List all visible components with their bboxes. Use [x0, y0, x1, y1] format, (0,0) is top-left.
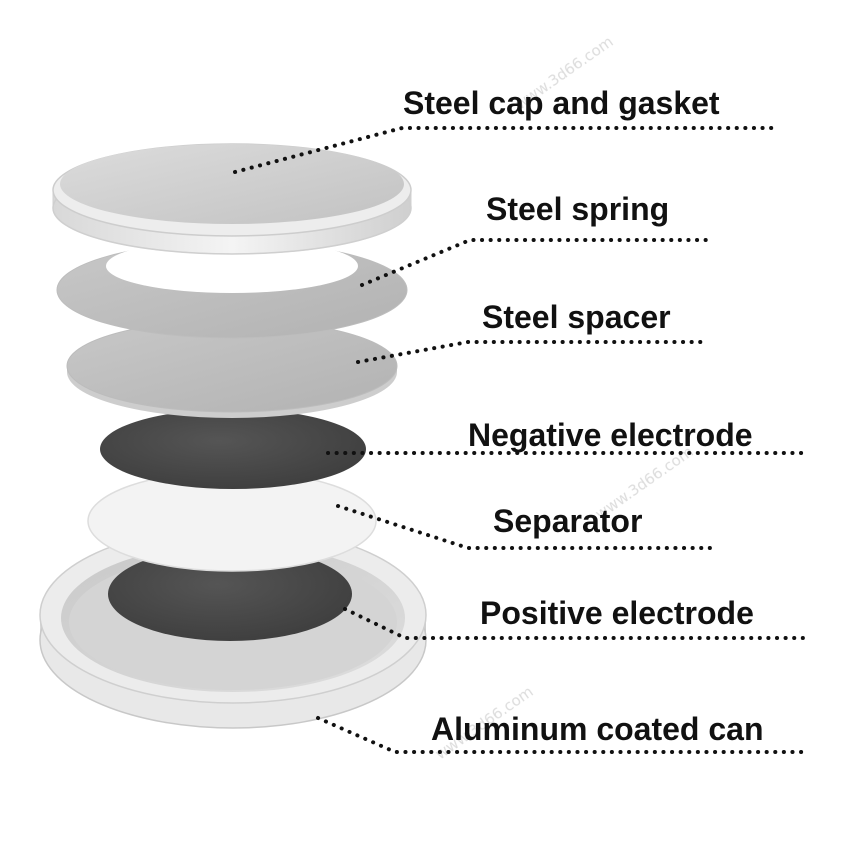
steel-spring — [56, 239, 408, 339]
leader-can — [316, 716, 805, 754]
leader-lines — [233, 126, 807, 754]
leader-cap — [233, 126, 780, 174]
leader-separator — [336, 504, 714, 550]
negative-electrode — [100, 409, 366, 489]
label-steel-cap: Steel cap and gasket — [403, 85, 720, 121]
steel-spacer — [66, 319, 398, 418]
label-aluminum-can: Aluminum coated can — [431, 711, 764, 747]
label-positive-electrode: Positive electrode — [480, 595, 754, 631]
leader-spacer — [356, 340, 709, 364]
label-separator: Separator — [493, 503, 642, 539]
leader-spring — [360, 238, 709, 287]
steel-cap — [52, 143, 412, 255]
label-steel-spacer: Steel spacer — [482, 299, 671, 335]
positive-electrode — [108, 547, 352, 641]
label-steel-spring: Steel spring — [486, 191, 669, 227]
label-negative-electrode: Negative electrode — [468, 417, 753, 453]
labels: Steel cap and gasket Steel spring Steel … — [403, 85, 764, 747]
